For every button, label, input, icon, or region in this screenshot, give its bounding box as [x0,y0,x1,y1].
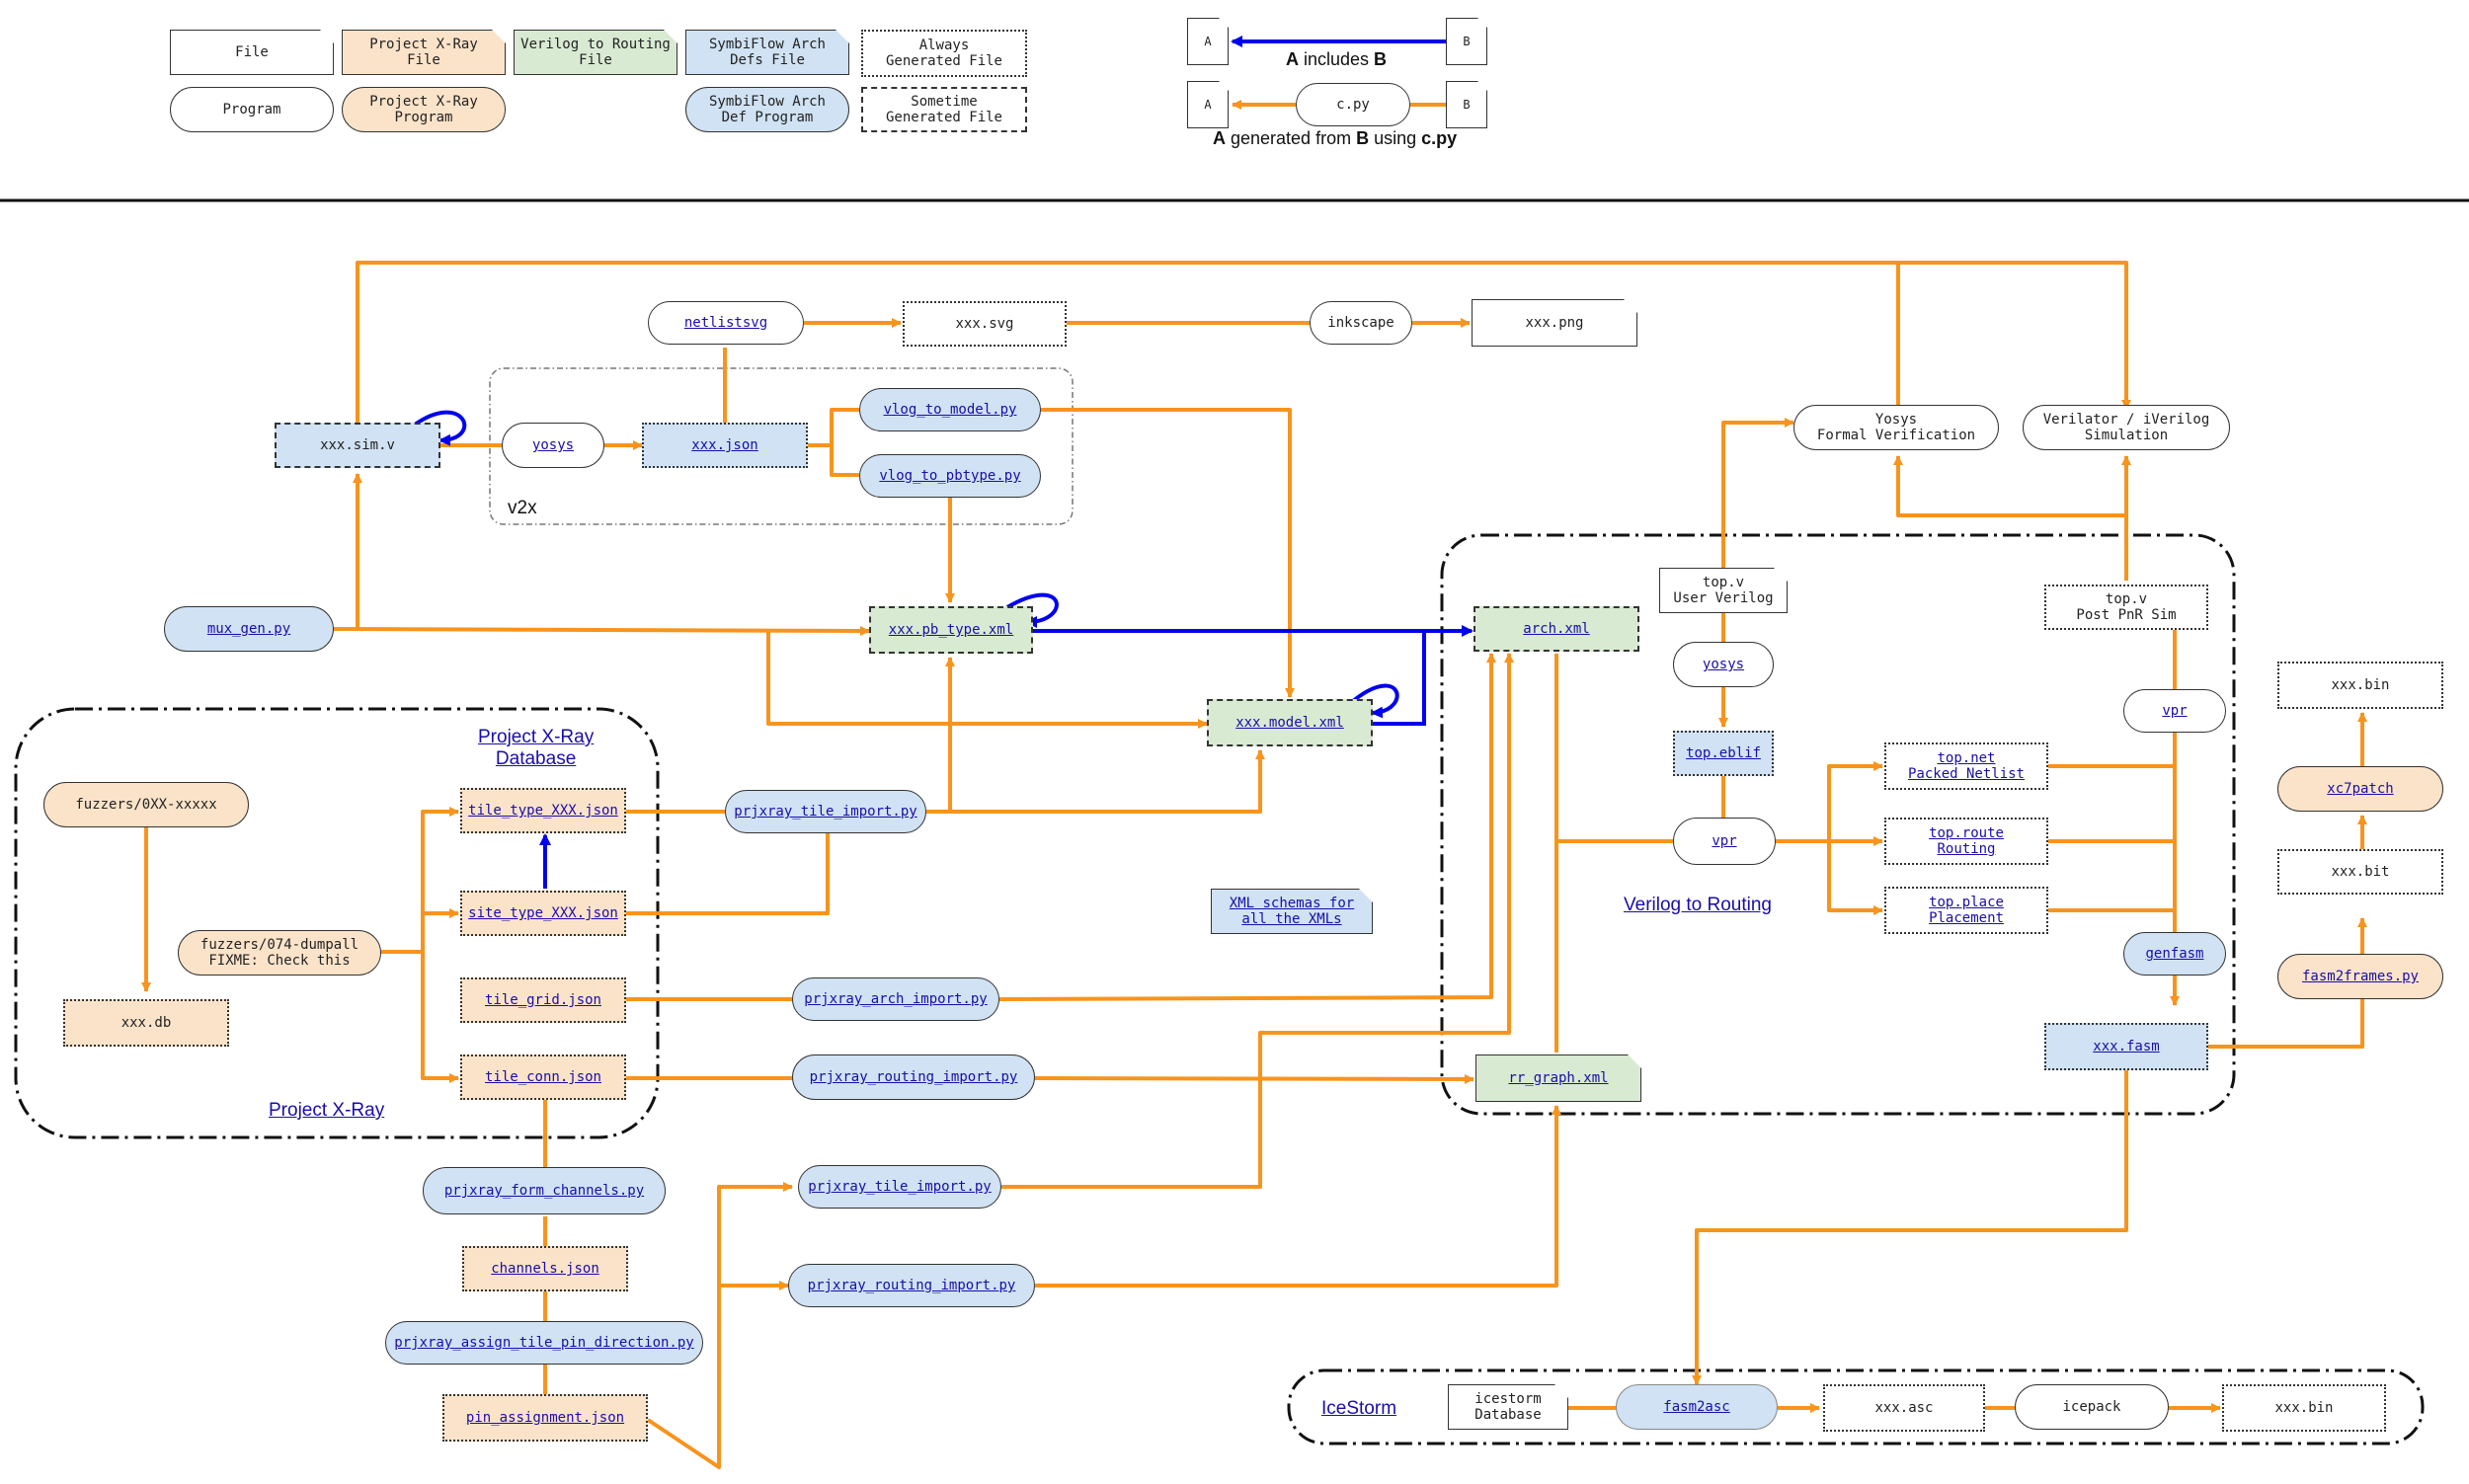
netlistsvg-program[interactable]: netlistsvg [648,301,804,345]
xxx-pb-type-file[interactable]: xxx.pb_type.xml [869,606,1033,654]
legend-a-include: A [1187,18,1229,65]
verilator-iverilog-program[interactable]: Verilator / iVerilog Simulation [2023,405,2230,450]
xml-schemas-file[interactable]: XML schemas for all the XMLs [1211,889,1373,934]
vpr-sim-program[interactable]: vpr [2123,689,2226,733]
legend-generated-caption: A generated from B using c.py [1213,128,1458,148]
xxx-model-file[interactable]: xxx.model.xml [1207,699,1373,746]
inkscape-program[interactable]: inkscape [1310,301,1412,345]
legend-cpy-program: c.py [1296,83,1410,126]
v2x-label: v2x [508,498,537,518]
top-eblif-file[interactable]: top.eblif [1673,731,1774,776]
include-arrows [413,410,1473,889]
xxx-png-file[interactable]: xxx.png [1472,299,1637,347]
prjxray-label[interactable]: Project X-Ray [269,1100,385,1121]
xxx-svg-file[interactable]: xxx.svg [903,301,1067,347]
site-type-json-file[interactable]: site_type_XXX.json [460,891,626,936]
legend-symbiflow-program: SymbiFlow Arch Def Program [685,87,849,132]
prjxray-tile-import-program[interactable]: prjxray_tile_import.py [725,790,926,833]
prjxray-database-label[interactable]: Project X-Ray Database [478,727,595,769]
prjxray-assign-pin-direction-program[interactable]: prjxray_assign_tile_pin_direction.py [385,1321,703,1365]
tile-conn-json-file[interactable]: tile_conn.json [460,1054,626,1100]
legend-a-generated: A [1187,81,1229,128]
generation-arrows [141,261,2367,1469]
top-v-file[interactable]: top.v User Verilog [1659,568,1788,613]
fuzzers-0xx-program[interactable]: fuzzers/0XX-xxxxx [43,782,249,827]
arch-xml-file[interactable]: arch.xml [1473,606,1639,652]
legend-sometime-generated: Sometime Generated File [861,87,1027,132]
legend-includes-caption: A includes B [1286,49,1388,69]
icestorm-database-file[interactable]: icestorm Database [1448,1384,1568,1430]
rr-graph-xml-file[interactable]: rr_graph.xml [1475,1054,1641,1102]
v2x-region [489,367,1074,525]
yosys-formal-verification-program[interactable]: Yosys Formal Verification [1793,405,1999,450]
top-route-file[interactable]: top.route Routing [1884,818,2048,865]
legend-always-generated: Always Generated File [861,30,1027,77]
vlog-to-model-program[interactable]: vlog_to_model.py [859,388,1041,431]
xxx-bin-file[interactable]: xxx.bin [2277,662,2443,709]
top-place-file[interactable]: top.place Placement [1884,887,2048,934]
top-v-sim-file[interactable]: top.v Post PnR Sim [2044,585,2208,630]
legend-xray-file: Project X-Ray File [342,30,506,75]
tile-type-json-file[interactable]: tile_type_XXX.json [460,788,626,833]
yosys-vtr-program[interactable]: yosys [1673,642,1774,687]
region-outlines [14,367,2425,1445]
legend-xray-program: Project X-Ray Program [342,87,506,132]
legend-program: Program [170,87,334,132]
yosys-v2x-program[interactable]: yosys [502,423,604,468]
xxx-db-file[interactable]: xxx.db [63,999,229,1047]
prjxray-arch-import-program[interactable]: prjxray_arch_import.py [792,977,999,1021]
vpr-program[interactable]: vpr [1673,818,1776,865]
icestorm-region [1287,1368,2425,1445]
xxx-bit-file[interactable]: xxx.bit [2277,849,2443,895]
tile-grid-json-file[interactable]: tile_grid.json [460,977,626,1023]
legend-symbiflow-file: SymbiFlow Arch Defs File [685,30,849,75]
legend-b-include: B [1446,18,1487,65]
prjxray-tile-import-2-program[interactable]: prjxray_tile_import.py [798,1165,1001,1209]
xxx-sim-v-file[interactable]: xxx.sim.v [275,423,440,468]
fasm2frames-program[interactable]: fasm2frames.py [2277,954,2443,999]
icestorm-label[interactable]: IceStorm [1321,1398,1397,1419]
legend-b-generated: B [1446,81,1487,128]
prjxray-region [14,707,660,1139]
icepack-program[interactable]: icepack [2015,1384,2169,1430]
xxx-json-file[interactable]: xxx.json [642,423,808,468]
vlog-to-pbtype-program[interactable]: vlog_to_pbtype.py [859,454,1041,498]
top-net-file[interactable]: top.net Packed Netlist [1884,742,2048,790]
xxx-asc-file[interactable]: xxx.asc [1823,1384,1985,1432]
pin-assignment-json-file[interactable]: pin_assignment.json [442,1394,648,1442]
prjxray-routing-import-program[interactable]: prjxray_routing_import.py [792,1054,1035,1100]
vtr-label[interactable]: Verilog to Routing [1624,895,1772,915]
xxx-fasm-file[interactable]: xxx.fasm [2044,1023,2208,1070]
legend-file: File [170,30,334,75]
fuzzers-074-program[interactable]: fuzzers/074-dumpall FIXME: Check this [178,930,381,976]
legend-vtr-file: Verilog to Routing File [514,30,677,75]
xxx-bin-icestorm-file[interactable]: xxx.bin [2222,1384,2386,1432]
genfasm-program[interactable]: genfasm [2123,932,2226,976]
channels-json-file[interactable]: channels.json [462,1246,628,1291]
vtr-region [1440,533,2236,1116]
legend-arrows [1231,36,1450,110]
fasm2asc-program[interactable]: fasm2asc [1616,1384,1778,1430]
prjxray-form-channels-program[interactable]: prjxray_form_channels.py [423,1167,666,1214]
xc7patch-program[interactable]: xc7patch [2277,766,2443,812]
mux-gen-program[interactable]: mux_gen.py [164,606,334,652]
prjxray-routing-import-2-program[interactable]: prjxray_routing_import.py [788,1264,1035,1307]
